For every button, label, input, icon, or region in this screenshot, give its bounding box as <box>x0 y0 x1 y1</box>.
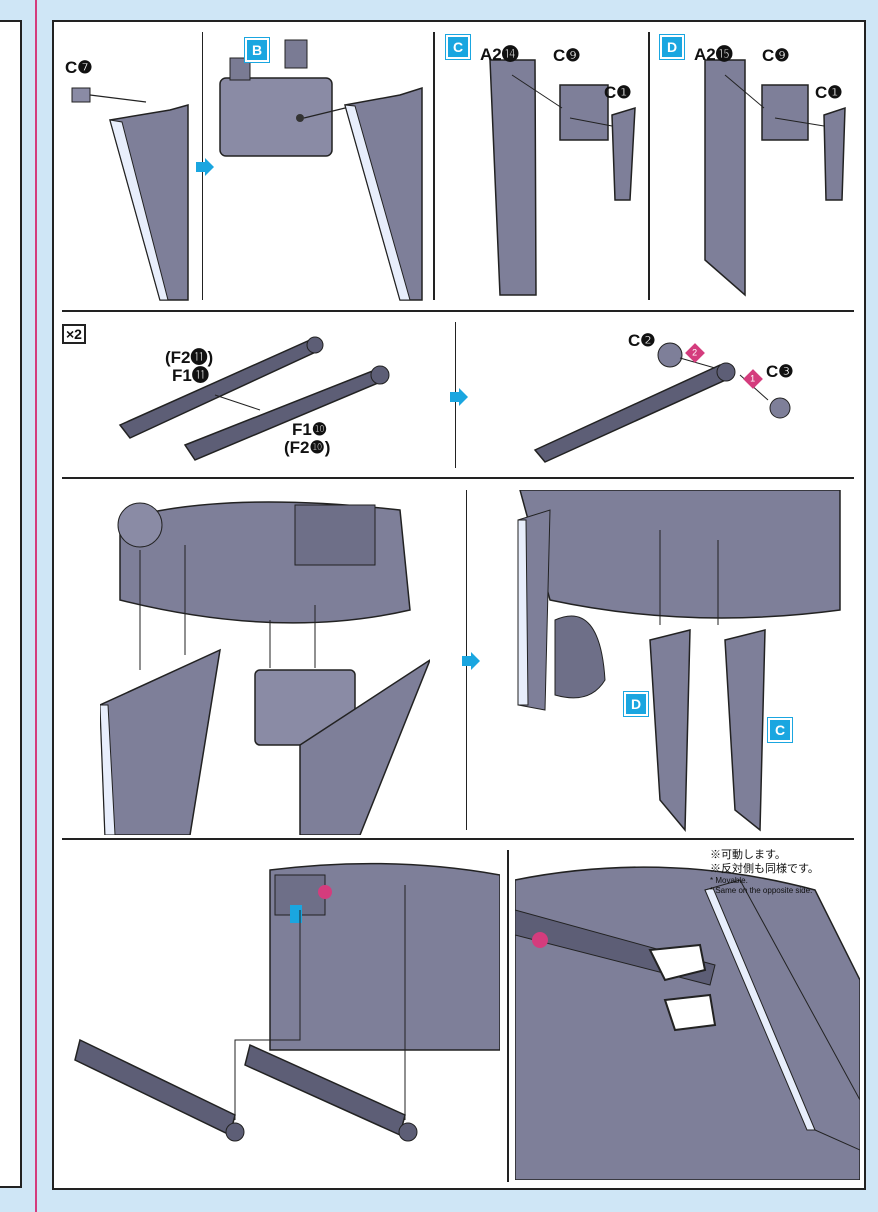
part-diagram <box>100 501 430 835</box>
step-arrow-icon <box>196 158 214 176</box>
note-jp-opposite: ※反対側も同様です。 <box>710 863 819 875</box>
part-label-c1: C❶ <box>604 83 632 102</box>
note-jp-movable: ※可動します。 <box>710 849 786 861</box>
part-diagram <box>74 862 500 1142</box>
part-label-f1-11: F1⓫ <box>172 366 209 385</box>
part-diagram <box>71 39 423 301</box>
part-diagram <box>118 336 390 461</box>
badge-d: D <box>624 692 648 716</box>
part-label-c9: C❾ <box>553 46 581 65</box>
divider <box>648 32 650 300</box>
part-diagram <box>533 342 791 463</box>
page-margin-line <box>35 0 37 1212</box>
badge-c: C <box>768 718 792 742</box>
part-label-a2-15: A2⓯ <box>694 45 733 64</box>
note-en-movable: * Movable. <box>710 876 748 885</box>
part-label-c2: C❷ <box>628 331 656 350</box>
part-label-a2-14: A2⓮ <box>480 45 519 64</box>
part-label-f2-11: (F2⓫) <box>165 348 214 367</box>
part-label-c3: C❸ <box>766 362 794 381</box>
part-label-f2-10: (F2❿) <box>284 438 331 457</box>
divider <box>507 850 509 1182</box>
note-en-opposite: * Same on the opposite side. <box>710 886 813 895</box>
part-diagram <box>489 59 846 297</box>
step-arrow-icon <box>462 652 480 670</box>
divider <box>62 310 854 312</box>
badge-c: C <box>446 35 470 59</box>
assembly-note: ※可動します。 ※反対側も同様です。 * Movable. * Same on … <box>710 848 819 896</box>
step-arrow-icon <box>450 388 468 406</box>
divider <box>433 32 435 300</box>
part-label-f1-10: F1❿ <box>292 420 328 439</box>
multiplier-badge: ×2 <box>62 324 86 344</box>
part-diagram <box>517 490 841 833</box>
badge-b: B <box>245 38 269 62</box>
part-diagram <box>515 866 860 1180</box>
divider <box>62 838 854 840</box>
part-label-c1: C❶ <box>815 83 843 102</box>
badge-d: D <box>660 35 684 59</box>
part-label-c7: C❼ <box>65 58 93 77</box>
previous-page-edge <box>0 20 22 1188</box>
divider <box>62 477 854 479</box>
part-label-c9: C❾ <box>762 46 790 65</box>
